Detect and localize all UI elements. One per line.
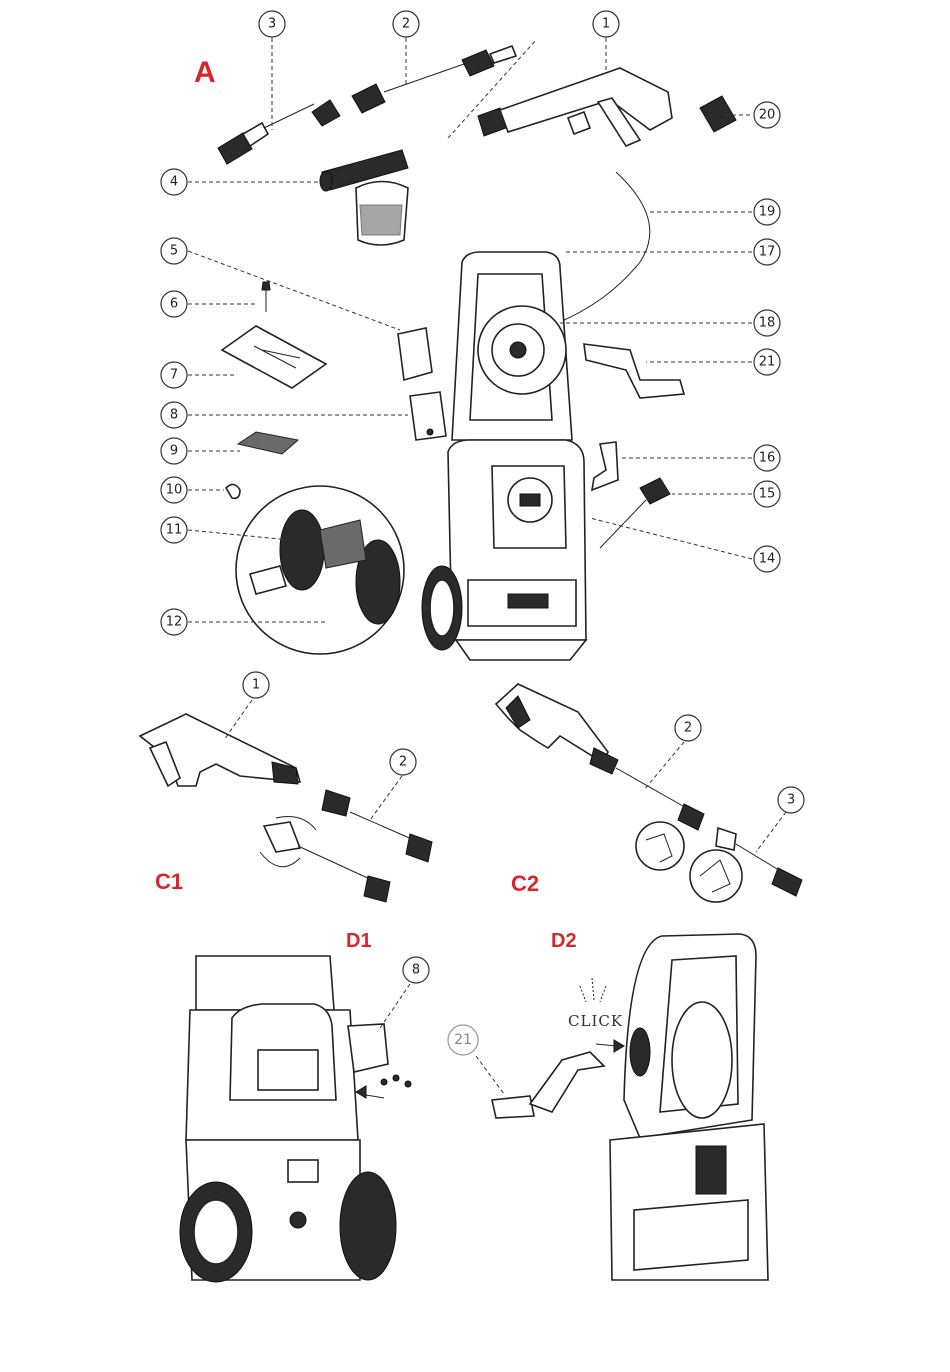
detail-inset-wheel-connection — [236, 486, 404, 654]
part-20-coupling — [700, 96, 736, 132]
part-21-handle — [584, 344, 684, 398]
svg-text:2: 2 — [684, 721, 692, 736]
part-9-label — [238, 432, 298, 454]
callout-16: 16 — [754, 445, 780, 471]
callout-19: 19 — [754, 199, 780, 225]
part-2-extension-lance — [352, 46, 516, 113]
part-1-trigger-gun — [478, 68, 672, 146]
part-6-pin — [262, 282, 270, 312]
svg-text:9: 9 — [170, 444, 178, 459]
d2-handle-part — [476, 1052, 604, 1118]
section-label-c2: C2 — [511, 871, 539, 896]
svg-text:12: 12 — [166, 615, 183, 630]
callout-12: 12 — [161, 609, 187, 635]
c1-callout-1: 1 — [243, 672, 269, 698]
part-3-lance — [218, 100, 340, 164]
svg-text:8: 8 — [412, 963, 420, 978]
callout-1: 1 — [593, 11, 619, 37]
callout-10: 10 — [161, 477, 187, 503]
d2-washer-side-view — [610, 934, 768, 1280]
d2-callout-21: 21 — [448, 1025, 478, 1055]
callout-17: 17 — [754, 239, 780, 265]
part-15-plug — [600, 478, 670, 548]
callout-9: 9 — [161, 438, 187, 464]
d1-washer-rear-view — [180, 956, 411, 1282]
svg-text:1: 1 — [252, 678, 260, 693]
click-label: CLICK — [568, 1012, 623, 1030]
d2-click-indicator: CLICK — [568, 978, 624, 1052]
callout-4: 4 — [161, 169, 187, 195]
callout-18: 18 — [754, 310, 780, 336]
svg-text:21: 21 — [759, 355, 776, 370]
svg-text:19: 19 — [759, 205, 776, 220]
callout-11: 11 — [161, 517, 187, 543]
c2-gun-assembly — [496, 684, 802, 902]
part-4-foam-cannon — [320, 150, 408, 245]
svg-text:7: 7 — [170, 368, 178, 383]
c2-callout-2: 2 — [675, 715, 701, 741]
section-label-d2: D2 — [551, 930, 577, 952]
svg-text:11: 11 — [166, 523, 183, 538]
callout-5: 5 — [161, 238, 187, 264]
part-8-bracket — [410, 392, 446, 440]
svg-text:15: 15 — [759, 487, 776, 502]
callout-15: 15 — [754, 481, 780, 507]
svg-text:20: 20 — [759, 108, 776, 123]
svg-text:10: 10 — [166, 483, 183, 498]
svg-text:4: 4 — [170, 175, 178, 190]
svg-text:2: 2 — [399, 755, 407, 770]
part-10-clip — [226, 484, 240, 498]
callout-2: 2 — [393, 11, 419, 37]
svg-text:18: 18 — [759, 316, 776, 331]
part-16-bracket — [592, 442, 618, 490]
svg-text:3: 3 — [268, 17, 276, 32]
svg-text:1: 1 — [602, 17, 610, 32]
svg-text:5: 5 — [170, 244, 178, 259]
callout-3: 3 — [259, 11, 285, 37]
c2-callout-3: 3 — [778, 787, 804, 813]
section-label-a: A — [194, 56, 216, 89]
svg-text:21: 21 — [454, 1032, 472, 1048]
callout-21: 21 — [754, 349, 780, 375]
part-5-holder — [398, 328, 432, 380]
callout-7: 7 — [161, 362, 187, 388]
c1-gun-assembly — [140, 714, 432, 902]
c1-callout-2: 2 — [390, 749, 416, 775]
svg-text:14: 14 — [759, 552, 776, 567]
callout-20: 20 — [754, 102, 780, 128]
callout-6: 6 — [161, 291, 187, 317]
svg-text:3: 3 — [787, 793, 795, 808]
part-19-hose — [560, 172, 650, 322]
svg-text:2: 2 — [402, 17, 410, 32]
section-label-d1: D1 — [346, 930, 372, 952]
svg-text:16: 16 — [759, 451, 776, 466]
svg-text:6: 6 — [170, 297, 178, 312]
callout-14: 14 — [754, 546, 780, 572]
callout-8: 8 — [161, 402, 187, 428]
section-label-c1: C1 — [155, 869, 183, 894]
part-7-manual — [222, 326, 326, 388]
d1-callout-8: 8 — [403, 957, 429, 983]
pressure-washer-main-unit — [422, 252, 586, 660]
svg-text:17: 17 — [759, 245, 776, 260]
svg-text:8: 8 — [170, 408, 178, 423]
